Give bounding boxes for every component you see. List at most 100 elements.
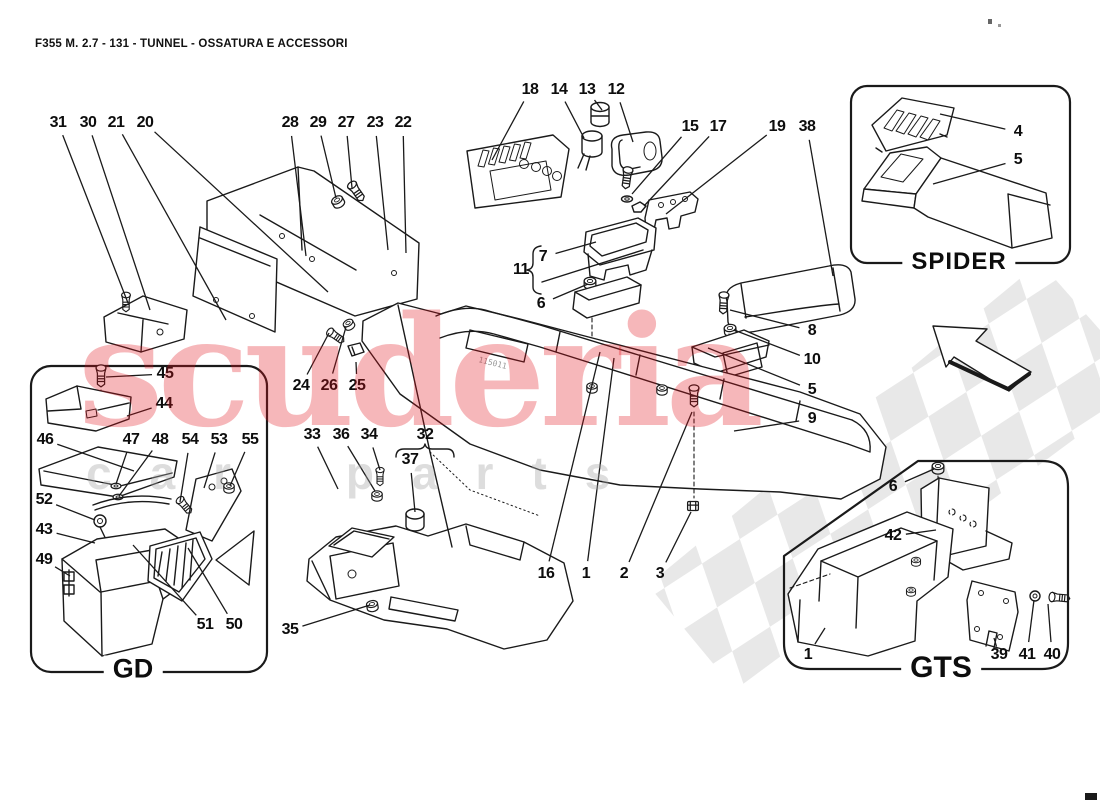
- leader-line-8: [729, 309, 800, 329]
- callout-39: 39: [990, 646, 1008, 663]
- direction-arrow: [932, 325, 1032, 392]
- leader-line-46: [57, 443, 135, 472]
- callout-20: 20: [136, 114, 154, 131]
- leader-line-15: [631, 136, 682, 195]
- callout-1: 1: [803, 646, 813, 663]
- leader-line-38: [808, 139, 834, 277]
- callout-26: 26: [320, 377, 338, 394]
- callout-40: 40: [1043, 646, 1061, 663]
- callout-41: 41: [1018, 646, 1036, 663]
- callout-30: 30: [79, 114, 97, 131]
- callout-1: 1: [581, 565, 591, 582]
- callout-37: 37: [401, 451, 419, 468]
- callout-6: 6: [536, 295, 546, 312]
- leader-line-36: [347, 445, 376, 492]
- section-label-spider: SPIDER: [902, 250, 1016, 274]
- callout-6: 6: [888, 478, 898, 495]
- leader-line-53: [203, 452, 216, 489]
- leader-line-47: [115, 452, 128, 485]
- callout-55: 55: [241, 431, 259, 448]
- leader-line-27: [346, 135, 353, 189]
- leader-line-10: [733, 329, 801, 356]
- leader-line-34: [372, 447, 381, 471]
- leader-line-22: [402, 135, 407, 254]
- leader-line-23: [375, 135, 389, 251]
- leader-line-50: [187, 547, 228, 615]
- leader-line-51: [132, 544, 197, 616]
- panel-fasteners: [324, 178, 368, 357]
- gd-bracket-part: [45, 364, 132, 432]
- callout-braces: [395, 245, 644, 548]
- ashtray-part: [583, 217, 657, 281]
- leader-line-13: [593, 99, 603, 111]
- callout-15: 15: [681, 118, 699, 135]
- print-mark: [988, 19, 992, 24]
- callout-22: 22: [394, 114, 412, 131]
- gd-grille-part: [147, 530, 255, 602]
- leader-line-43: [56, 532, 96, 544]
- section-label-gts: GTS: [901, 653, 981, 683]
- callout-48: 48: [151, 431, 169, 448]
- leader-line-1: [587, 357, 615, 562]
- leader-line-17: [643, 136, 710, 207]
- callout-45: 45: [156, 365, 174, 382]
- callout-16: 16: [537, 565, 555, 582]
- leader-line-6: [904, 468, 935, 483]
- callout-46: 46: [36, 431, 54, 448]
- leader-line-55: [229, 451, 246, 487]
- leader-line-9: [733, 420, 800, 432]
- leader-line-20: [154, 131, 329, 293]
- callout-11: 11: [513, 261, 529, 278]
- leader-line-1: [814, 627, 826, 645]
- tunnel-lower-fasteners: [686, 384, 700, 512]
- leader-line-4: [939, 113, 1006, 130]
- callout-43: 43: [35, 521, 53, 538]
- leader-line-3: [665, 511, 692, 563]
- gts-console-part: [787, 511, 954, 657]
- gd-plate-part: [174, 468, 242, 542]
- leader-line-31: [62, 134, 129, 304]
- console-lid-part: [328, 527, 395, 558]
- callout-24: 24: [292, 377, 310, 394]
- gd-cover-part: [38, 446, 178, 511]
- callout-25: 25: [348, 377, 366, 394]
- leader-line-24: [306, 332, 330, 375]
- switch-plate-part: [466, 134, 570, 209]
- leader-line-44: [126, 407, 152, 417]
- callout-8: 8: [807, 322, 817, 339]
- spider-console-part: [861, 146, 1053, 249]
- gts-end-plate-part: [966, 580, 1071, 652]
- callout-3: 3: [655, 565, 665, 582]
- callout-5: 5: [1013, 151, 1023, 168]
- callout-4: 4: [1013, 123, 1023, 140]
- leader-line-54: [179, 452, 189, 503]
- leader-line-26: [331, 326, 347, 374]
- callout-19: 19: [768, 118, 786, 135]
- leader-line-14: [564, 101, 585, 139]
- leader-line-37: [410, 472, 416, 513]
- tunnel-rear-panel-part: [192, 166, 420, 333]
- callout-53: 53: [210, 431, 228, 448]
- leader-line-39: [993, 637, 998, 647]
- leader-line-30: [91, 135, 151, 311]
- callout-38: 38: [798, 118, 816, 135]
- tunnel-side-bracket-part: [691, 290, 770, 449]
- section-label-gd: GD: [103, 655, 163, 683]
- page-title: F355 M. 2.7 - 131 - TUNNEL - OSSATURA E …: [35, 38, 348, 50]
- leader-line-49: [54, 566, 71, 577]
- callout-14: 14: [550, 81, 568, 98]
- callout-36: 36: [332, 426, 350, 443]
- leader-line-42: [905, 529, 937, 535]
- callout-44: 44: [155, 395, 173, 412]
- callout-31: 31: [49, 114, 67, 131]
- callout-27: 27: [337, 114, 355, 131]
- callout-32: 32: [416, 426, 434, 443]
- callout-17: 17: [709, 118, 727, 135]
- callout-10: 10: [803, 351, 821, 368]
- callout-47: 47: [122, 431, 140, 448]
- spider-grille-part: [871, 97, 955, 153]
- callout-21: 21: [107, 114, 125, 131]
- leader-line-2: [628, 411, 693, 563]
